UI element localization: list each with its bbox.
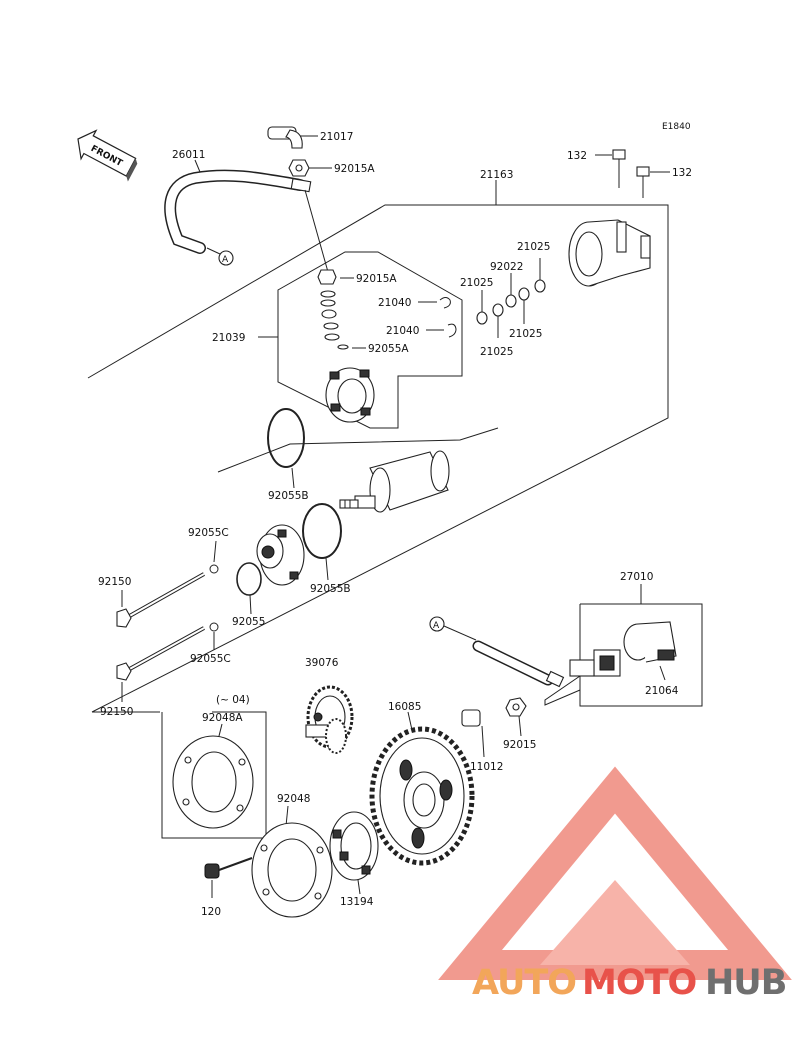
label-92055c-b: 92055C: [190, 653, 231, 665]
label-120: 120: [201, 906, 221, 918]
label-13194: 13194: [340, 896, 374, 908]
bolt-132-right: [636, 166, 670, 198]
cap-11012: [461, 709, 485, 758]
label-92048: 92048: [277, 793, 310, 805]
label-26011: 26011: [172, 149, 205, 161]
end-cover-21163: [568, 219, 651, 287]
gear-cover-gasket-92048a: [172, 735, 254, 829]
terminal-leader: [304, 189, 329, 273]
ref-marker-a-top-label: A: [222, 255, 229, 265]
label-21039: 21039: [212, 332, 245, 344]
label-11012: 11012: [470, 761, 503, 773]
o-ring-92055c-a: [209, 564, 219, 574]
gear-cover-92048: [251, 822, 333, 918]
leader-92055b-a: [291, 467, 295, 489]
label-16085: 16085: [388, 701, 421, 713]
ref-marker-a-top: [218, 250, 234, 266]
label-92055a: 92055A: [368, 343, 409, 355]
leader-16085: [407, 711, 413, 731]
elbow-fitting-21017: [267, 126, 318, 149]
bolt-92150-lower: [116, 626, 205, 702]
label-27010: 27010: [620, 571, 653, 583]
ref-marker-a-bottom: [429, 616, 445, 632]
leader-26011: [194, 159, 201, 173]
logo-auto: AUTO: [472, 963, 576, 1003]
label-21025-d: 21025: [480, 346, 513, 358]
clutch-gear-16085: [369, 726, 475, 866]
label-21040-a: 21040: [378, 297, 411, 309]
automotohub-logo: AUTO MOTO HUB: [438, 766, 792, 1003]
label-21025-c: 21025: [509, 328, 542, 340]
label-92150-b: 92150: [100, 706, 133, 718]
o-ring-92055b-upper: [267, 408, 305, 468]
lead-wire: [443, 625, 565, 688]
label-note-04: (~ 04): [216, 694, 250, 706]
diagram-code: E1840: [662, 122, 691, 132]
label-92055c-a: 92055C: [188, 527, 229, 539]
leader-92055c-a: [213, 540, 217, 563]
label-92048a: 92048A: [202, 712, 243, 724]
label-92015a-mid: 92015A: [356, 273, 397, 285]
label-39076: 39076: [305, 657, 339, 669]
bolt-132-left: [595, 149, 626, 188]
front-cover: [256, 524, 305, 586]
relay-link: [544, 675, 581, 706]
washer-set: [476, 258, 546, 338]
logo-moto: MOTO: [582, 963, 696, 1003]
idler-gear-39076: [305, 685, 354, 754]
nut-92015a-top: [288, 159, 332, 177]
label-21017: 21017: [320, 131, 353, 143]
brush-plate: [325, 367, 375, 423]
starter-motor: [339, 450, 450, 513]
leader-92048: [285, 805, 289, 827]
label-92022: 92022: [490, 261, 523, 273]
brush-clip-b: [426, 323, 457, 338]
relay-cover-21064: [623, 621, 677, 681]
o-ring-92055c-b: [209, 622, 219, 632]
label-21040-b: 21040: [386, 325, 419, 337]
leader-92055b-b: [325, 557, 329, 581]
label-92015: 92015: [503, 739, 536, 751]
label-21064: 21064: [645, 685, 679, 697]
bolt-92150-upper: [116, 572, 205, 628]
ref-marker-a-bottom-label: A: [433, 621, 440, 631]
logo-hub: HUB: [705, 963, 786, 1003]
label-92055: 92055: [232, 616, 265, 628]
o-ring-92055: [236, 562, 262, 596]
label-132-left: 132: [567, 150, 587, 162]
leader-92055: [249, 594, 252, 615]
label-92055b-b: 92055B: [310, 583, 351, 595]
label-132-right: 132: [672, 167, 692, 179]
motor-axis: [217, 427, 499, 473]
terminal-stack: [317, 269, 354, 350]
breather-hose: [164, 169, 312, 255]
label-21025-a: 21025: [460, 277, 493, 289]
label-21025-b: 21025: [517, 241, 550, 253]
front-arrow-icon: FRONT: [77, 129, 138, 182]
label-92015a-top: 92015A: [334, 163, 375, 175]
bolt-120: [204, 857, 253, 898]
brush-clip-a: [418, 297, 451, 309]
starter-relay-27010: [569, 649, 621, 677]
o-ring-92055b-lower: [302, 503, 342, 559]
label-92150-a: 92150: [98, 576, 131, 588]
nut-92015: [505, 697, 527, 737]
label-92055b-a: 92055B: [268, 490, 309, 502]
one-way-clutch-13194: [329, 811, 379, 895]
assembly-outline: [87, 180, 669, 713]
label-21163: 21163: [480, 169, 513, 181]
